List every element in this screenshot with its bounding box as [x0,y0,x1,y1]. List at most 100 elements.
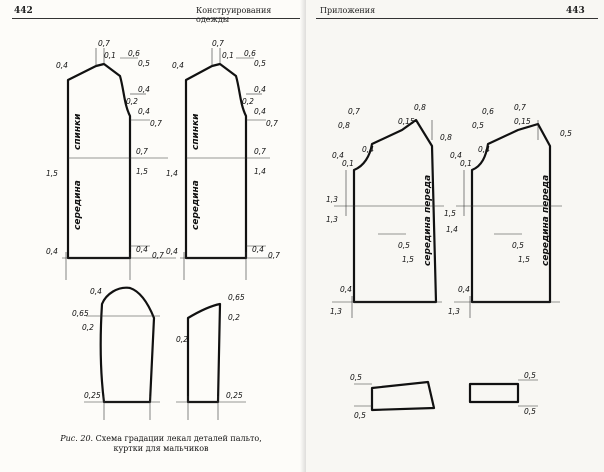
left-pattern-drawing: спинки середина спинки середина 0,7 0,1 … [46,39,280,420]
back-2-label-bottom: середина [191,180,201,230]
grade-value-label: 0,6 [482,107,494,116]
sleeve-2-grade-values: 0,65 0,2 0,2 0,25 [176,293,245,400]
grade-value-label: 1,5 [444,209,456,218]
grade-value-label: 0,7 [268,251,280,260]
collar-pattern-2-outline [468,382,520,404]
grade-value-label: 0,25 [226,391,243,400]
grade-value-label: 0,5 [350,373,362,382]
front-1-grade-values: 0,7 0,8 0,8 0,15 0,8 0,4 0,1 0,4 1,3 1,3… [326,103,452,316]
left-page: 442 Конструирования одежды [12,6,300,454]
left-running-title: Конструирования одежды [196,6,272,24]
right-page-number: 443 [566,6,585,16]
grade-value-label: 0,1 [342,159,354,168]
grade-value-label: 0,5 [524,371,536,380]
grade-value-label: 0,4 [252,245,264,254]
grade-value-label: 0,5 [560,129,572,138]
grade-value-label: 0,4 [254,107,266,116]
grade-value-label: 0,4 [138,107,150,116]
grade-value-label: 0,1 [222,51,234,60]
back-1-label-bottom: середина [73,180,83,230]
figure-caption: Рис. 20. Схема градации лекал деталей па… [56,434,266,454]
grade-value-label: 0,2 [228,313,240,322]
right-header-rule [316,18,598,19]
grade-value-label: 0,4 [332,151,344,160]
grade-value-label: 0,4 [450,151,462,160]
grade-value-label: 0,2 [126,97,138,106]
grade-value-label: 1,3 [326,195,338,204]
grade-value-label: 1,4 [254,167,266,176]
grade-value-label: 0,4 [136,245,148,254]
grade-value-label: 0,4 [172,61,184,70]
pattern-element [62,48,272,420]
pattern-element [66,62,248,404]
back-pattern-1-outline [66,62,132,260]
grade-value-label: 0,4 [56,61,68,70]
grade-value-label: 0,2 [176,335,188,344]
figure-caption-text: Схема градации лекал деталей пальто, кур… [95,434,262,453]
grade-value-label: 1,5 [518,255,530,264]
grade-value-label: 0,5 [254,59,266,68]
grade-value-label: 0,7 [98,39,110,48]
grade-value-label: 0,5 [472,121,484,130]
grade-value-label: 0,4 [138,85,150,94]
grade-value-label: 0,4 [46,247,58,256]
back-pattern-2-outline [184,62,248,260]
back-1-grade-values: 0,7 0,1 0,6 0,5 0,4 0,4 0,2 0,4 0,7 0,7 … [46,39,164,260]
grade-value-label: 0,4 [362,145,374,154]
grade-value-label: 0,8 [414,103,426,112]
grade-value-label: 0,1 [460,159,472,168]
grade-value-label: 1,4 [446,225,458,234]
grade-value-label: 0,5 [354,411,366,420]
right-pattern-drawing: середина переда середина переда 0,7 0,8 … [326,103,572,420]
grade-value-label: 0,5 [138,59,150,68]
left-header-rule [12,18,300,19]
grade-value-label: 0,4 [458,285,470,294]
collar-grade-values: 0,5 0,5 0,5 0,5 [350,371,536,420]
grade-value-label: 0,15 [398,117,415,126]
sleeve-pattern-2-outline [186,302,222,404]
figure-caption-prefix: Рис. 20. [60,434,94,443]
grade-value-label: 0,5 [524,407,536,416]
grade-value-label: 0,7 [266,119,278,128]
grade-value-label: 0,65 [228,293,245,302]
grade-value-label: 1,3 [326,215,338,224]
grade-value-label: 0,4 [90,287,102,296]
grade-value-label: 0,65 [72,309,89,318]
grade-value-label: 0,8 [338,121,350,130]
sleeve-1-grade-values: 0,4 0,65 0,2 0,25 [72,287,102,400]
grade-value-label: 0,7 [136,147,148,156]
back-2-grade-values: 0,7 0,1 0,6 0,5 0,4 0,4 0,2 0,4 0,7 0,7 … [166,39,280,260]
front-pattern-1-outline [352,118,438,304]
grade-value-label: 0,2 [82,323,94,332]
grade-value-label: 1,3 [330,307,342,316]
grade-value-label: 0,7 [348,107,360,116]
grade-value-label: 0,1 [104,51,116,60]
grade-value-label: 0,7 [150,119,162,128]
collar-pattern-1-outline [370,380,436,412]
grade-value-label: 0,4 [478,145,490,154]
grade-value-label: 0,15 [514,117,531,126]
grade-value-label: 1,5 [46,169,58,178]
grade-value-label: 0,5 [398,241,410,250]
grade-value-label: 0,7 [212,39,224,48]
pattern-element [332,120,562,407]
grade-value-label: 0,4 [340,285,352,294]
grade-value-label: 0,6 [244,49,256,58]
grade-value-label: 0,7 [254,147,266,156]
front-2-label: середина переда [541,175,551,266]
right-running-title: Приложения [320,6,376,15]
grade-value-label: 0,6 [128,49,140,58]
grade-value-label: 1,5 [136,167,148,176]
sleeve-pattern-1-outline [99,286,156,404]
grade-value-label: 0,7 [152,251,164,260]
front-2-grade-values: 0,6 0,7 0,5 0,15 0,5 0,4 0,1 0,4 1,5 1,4… [444,103,572,316]
pattern-element [352,118,552,412]
front-pattern-2-outline [470,122,552,304]
grade-value-label: 0,4 [254,85,266,94]
grade-value-label: 1,4 [166,169,178,178]
grade-value-label: 0,5 [512,241,524,250]
grade-value-label: 1,3 [448,307,460,316]
grade-value-label: 0,7 [514,103,526,112]
back-1-label-top: спинки [73,113,83,150]
